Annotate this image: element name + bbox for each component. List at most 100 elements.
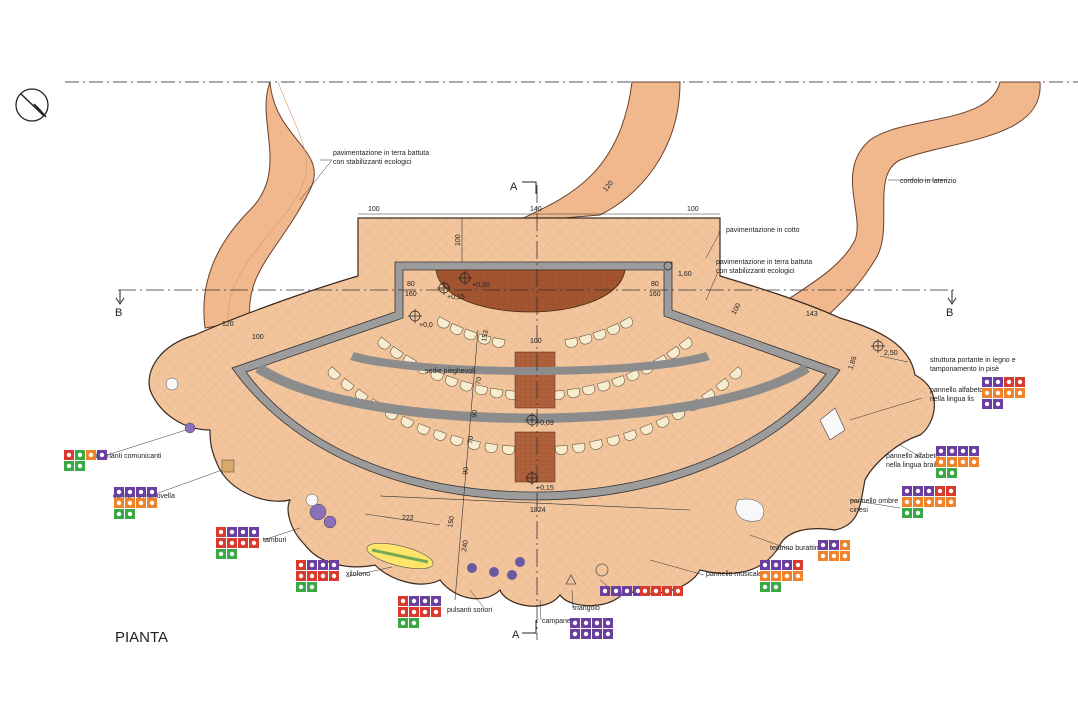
central-aisle-upper bbox=[514, 351, 556, 409]
pictogram-glyph-icon bbox=[309, 573, 315, 579]
folding-chair bbox=[592, 328, 607, 341]
dim-80-left: 80 bbox=[407, 281, 415, 288]
pictogram-glyph-icon bbox=[411, 598, 417, 604]
pictogram-glyph-icon bbox=[937, 499, 943, 505]
pictogram-glyph-icon bbox=[149, 489, 155, 495]
braille-panel-icon bbox=[819, 407, 846, 441]
path-right bbox=[779, 81, 1041, 326]
label-alfabeto-braille-2: nella lingua braille bbox=[886, 462, 942, 469]
dim-1-85: 1,85 bbox=[847, 355, 858, 370]
dim-120-left: 120 bbox=[222, 321, 234, 328]
pictogram-glyph-icon bbox=[915, 499, 921, 505]
dim-90-b: 90 bbox=[462, 466, 470, 475]
pictogram-glyph-icon bbox=[613, 588, 619, 594]
sound-buttons-icon bbox=[467, 557, 525, 580]
pictogram-glyph-icon bbox=[1017, 379, 1023, 385]
folding-chair bbox=[678, 336, 693, 350]
pictogram-glyph-icon bbox=[960, 448, 966, 454]
level-00: +0,0 bbox=[419, 322, 433, 329]
section-a-bottom-arrow-icon bbox=[522, 620, 537, 634]
folding-chair bbox=[416, 423, 431, 435]
pictogram-glyph-icon bbox=[762, 562, 768, 568]
pictogram-glyph-icon bbox=[331, 573, 337, 579]
pictogram-glyph-icon bbox=[784, 573, 790, 579]
leader-lines bbox=[103, 159, 948, 621]
pictogram-glyph-icon bbox=[218, 529, 224, 535]
pictogram-glyph-icon bbox=[77, 463, 83, 469]
xylophone-icon bbox=[366, 542, 434, 570]
pictogram-glyph-icon bbox=[583, 631, 589, 637]
pictogram-glyph-icon bbox=[572, 620, 578, 626]
pictogram-glyph-icon bbox=[309, 584, 315, 590]
folding-chair bbox=[450, 434, 464, 446]
pictogram-glyph-icon bbox=[411, 609, 417, 615]
pictogram-glyph-icon bbox=[971, 459, 977, 465]
label-terra-battuta-top-2: con stabilizzanti ecologici bbox=[333, 159, 412, 166]
pictogram-glyph-icon bbox=[784, 562, 790, 568]
pictogram-glyph-icon bbox=[127, 511, 133, 517]
label-struttura-2: tamponamento in pisè bbox=[930, 366, 999, 373]
folding-chair bbox=[625, 369, 640, 381]
pictogram-glyph-icon bbox=[831, 542, 837, 548]
folding-chair bbox=[463, 328, 478, 341]
pictogram-glyph-icon bbox=[411, 620, 417, 626]
pictogram-glyph-icon bbox=[1006, 390, 1012, 396]
pictogram-glyph-icon bbox=[433, 598, 439, 604]
pictogram-glyph-icon bbox=[831, 553, 837, 559]
pictogram-glyph-icon bbox=[971, 448, 977, 454]
folding-chair bbox=[436, 316, 451, 329]
pictogram-glyph-icon bbox=[653, 588, 659, 594]
label-ombre-2: cinesi bbox=[850, 507, 868, 514]
pictogram-glyph-icon bbox=[995, 401, 1001, 407]
pictogram-glyph-icon bbox=[926, 499, 932, 505]
page-title: PIANTA bbox=[115, 629, 168, 646]
folding-chair bbox=[433, 429, 447, 441]
pictogram-glyph-icon bbox=[635, 588, 641, 594]
section-b-right-arrow-icon bbox=[947, 290, 957, 305]
pictogram-glyph-icon bbox=[99, 452, 105, 458]
folding-chair bbox=[444, 375, 459, 387]
folding-chair bbox=[655, 415, 670, 428]
pictogram-glyph-icon bbox=[298, 584, 304, 590]
pictogram-glyph-icon bbox=[88, 452, 94, 458]
pictogram-glyph-icon bbox=[309, 562, 315, 568]
pictogram-glyph-icon bbox=[149, 500, 155, 506]
label-pulsanti: pulsanti sonori bbox=[447, 607, 493, 614]
pictogram-glyph-icon bbox=[229, 540, 235, 546]
pictogram-glyph-icon bbox=[1017, 390, 1023, 396]
pictogram-glyph-icon bbox=[433, 609, 439, 615]
bench-row-1 bbox=[350, 352, 710, 375]
label-gong: gong bbox=[614, 589, 630, 596]
folding-chair bbox=[554, 444, 568, 455]
folding-chair bbox=[589, 439, 603, 450]
folding-chair bbox=[502, 444, 516, 455]
pictogram-glyph-icon bbox=[229, 529, 235, 535]
path-left bbox=[203, 81, 315, 329]
pictogram-glyph-icon bbox=[66, 463, 72, 469]
pictogram-glyph-icon bbox=[795, 573, 801, 579]
pictogram-glyph-icon bbox=[949, 459, 955, 465]
pictogram-glyph-icon bbox=[664, 588, 670, 594]
pictogram-glyph-icon bbox=[984, 401, 990, 407]
pictogram-glyph-icon bbox=[320, 573, 326, 579]
label-tamburi: tamburi bbox=[263, 537, 287, 544]
stage bbox=[435, 269, 626, 313]
pictogram-glyph-icon bbox=[949, 448, 955, 454]
pictogram-glyph-icon bbox=[422, 598, 428, 604]
central-aisle-lower bbox=[514, 431, 556, 483]
label-cotto: pavimentazione in cotto bbox=[726, 227, 800, 234]
pictogram-glyph-icon bbox=[127, 500, 133, 506]
dim-70-a: 70 bbox=[475, 376, 483, 385]
pictogram-glyph-icon bbox=[904, 488, 910, 494]
folding-chair bbox=[327, 366, 342, 380]
dim-240: 240 bbox=[461, 540, 470, 553]
pictogram-glyph-icon bbox=[842, 553, 848, 559]
level-160: 1,60 bbox=[678, 271, 692, 278]
section-b-left-label: B bbox=[115, 307, 122, 319]
pictogram-glyph-icon bbox=[820, 542, 826, 548]
folding-chair bbox=[492, 337, 506, 348]
pictogram-glyph-icon bbox=[116, 489, 122, 495]
pictogram-glyph-icon bbox=[773, 573, 779, 579]
pictogram-glyph-icon bbox=[675, 588, 681, 594]
